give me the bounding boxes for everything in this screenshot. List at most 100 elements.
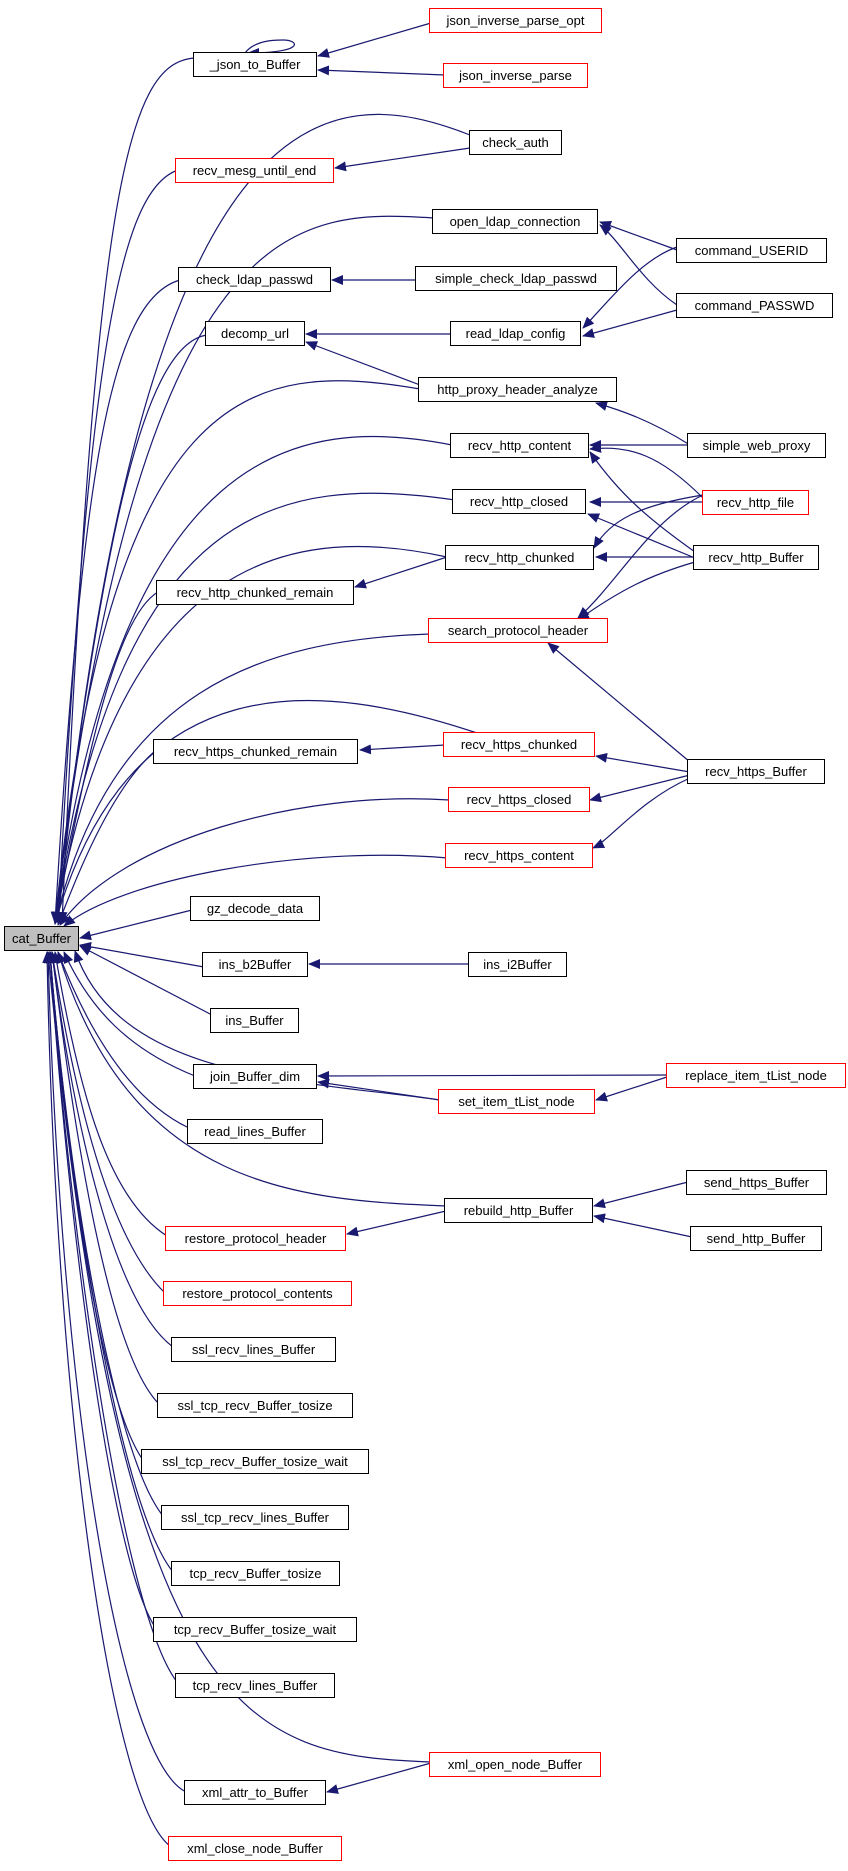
node-json-to-buffer[interactable]: _json_to_Buffer	[193, 52, 317, 77]
call-edge	[52, 633, 431, 925]
call-edge	[63, 951, 196, 1077]
call-edge	[59, 798, 451, 926]
call-edge	[317, 22, 432, 58]
node-decomp-url[interactable]: decomp_url	[205, 321, 305, 346]
node-recv-http-buffer[interactable]: recv_http_Buffer	[693, 545, 819, 570]
node-check-ldap-passwd[interactable]: check_ldap_passwd	[178, 267, 331, 292]
node-simple-web-proxy[interactable]: simple_web_proxy	[687, 433, 826, 458]
call-edge	[52, 591, 159, 924]
node-simple-check-ldap-passwd[interactable]: simple_check_ldap_passwd	[415, 266, 617, 291]
node-json-inverse-parse-opt[interactable]: json_inverse_parse_opt	[429, 8, 602, 33]
call-edge	[53, 169, 179, 924]
node-xml-close-node-buffer[interactable]: xml_close_node_Buffer	[168, 1836, 342, 1861]
call-edge	[42, 951, 171, 1847]
call-edge	[45, 951, 174, 1573]
node-recv-mesg-until-end[interactable]: recv_mesg_until_end	[175, 158, 334, 183]
call-edge	[56, 951, 447, 1207]
node-ssl-tcp-recv-buffer-tosize-wait[interactable]: ssl_tcp_recv_Buffer_tosize_wait	[141, 1449, 369, 1474]
call-edge	[54, 113, 471, 924]
call-edge	[44, 951, 432, 1763]
node-restore-protocol-header[interactable]: restore_protocol_header	[165, 1226, 346, 1251]
call-edge	[592, 777, 691, 849]
call-edge	[593, 1213, 693, 1238]
node-check-auth[interactable]: check_auth	[469, 130, 562, 155]
call-edge	[244, 39, 296, 58]
node-open-ldap-connection[interactable]: open_ldap_connection	[432, 209, 598, 234]
node-ins-b2buffer[interactable]: ins_b2Buffer	[202, 952, 308, 977]
call-edge	[547, 642, 691, 763]
call-edge	[595, 401, 691, 446]
call-edge	[589, 774, 691, 803]
call-edge	[334, 147, 471, 172]
call-edge	[577, 561, 696, 621]
node-join-buffer-dim[interactable]: join_Buffer_dim	[193, 1064, 317, 1089]
call-edge	[43, 951, 187, 1793]
call-edge	[51, 380, 421, 924]
call-edge	[595, 752, 691, 773]
node-gz-decode-data[interactable]: gz_decode_data	[190, 896, 320, 921]
node-read-lines-buffer[interactable]: read_lines_Buffer	[187, 1119, 323, 1144]
node-xml-open-node-buffer[interactable]: xml_open_node_Buffer	[429, 1752, 601, 1777]
call-edge	[593, 494, 704, 549]
node-ins-buffer[interactable]: ins_Buffer	[210, 1008, 299, 1033]
node-send-https-buffer[interactable]: send_https_Buffer	[686, 1170, 827, 1195]
node-recv-http-content[interactable]: recv_http_content	[450, 433, 589, 458]
node-read-ldap-config[interactable]: read_ldap_config	[450, 321, 581, 346]
node-xml-attr-to-buffer[interactable]: xml_attr_to_Buffer	[184, 1780, 326, 1805]
node-recv-http-chunked[interactable]: recv_http_chunked	[445, 545, 594, 570]
node-ssl-recv-lines-buffer[interactable]: ssl_recv_lines_Buffer	[171, 1337, 336, 1362]
call-edge	[599, 221, 678, 251]
node-replace-item-tlist-node[interactable]: replace_item_tList_node	[666, 1063, 846, 1088]
call-edge	[50, 279, 181, 924]
call-edge	[587, 513, 696, 559]
node-recv-http-file[interactable]: recv_http_file	[702, 490, 809, 515]
node-recv-https-content[interactable]: recv_https_content	[445, 843, 593, 868]
node-tcp-recv-buffer-tosize[interactable]: tcp_recv_Buffer_tosize	[171, 1561, 340, 1586]
node-tcp-recv-buffer-tosize-wait[interactable]: tcp_recv_Buffer_tosize_wait	[153, 1617, 357, 1642]
node-restore-protocol-contents[interactable]: restore_protocol_contents	[163, 1281, 352, 1306]
node-command-passwd[interactable]: command_PASSWD	[676, 293, 833, 318]
node-command-userid[interactable]: command_USERID	[676, 238, 827, 263]
node-recv-https-closed[interactable]: recv_https_closed	[448, 787, 590, 812]
call-edge	[326, 1762, 432, 1794]
call-edge	[305, 341, 421, 386]
call-edge	[577, 494, 704, 619]
call-edge	[593, 1181, 689, 1209]
node-ssl-tcp-recv-buffer-tosize[interactable]: ssl_tcp_recv_Buffer_tosize	[157, 1393, 353, 1418]
node-recv-https-buffer[interactable]: recv_https_Buffer	[687, 759, 825, 784]
node-tcp-recv-lines-buffer[interactable]: tcp_recv_lines_Buffer	[175, 1673, 335, 1698]
call-edge	[57, 951, 190, 1129]
call-edge	[582, 246, 678, 329]
call-edge	[51, 435, 453, 924]
call-edge	[57, 57, 196, 924]
call-edge	[317, 1078, 441, 1101]
node-recv-http-closed[interactable]: recv_http_closed	[452, 489, 586, 514]
call-edge	[582, 309, 678, 338]
call-edge	[51, 492, 456, 924]
call-edge	[48, 951, 160, 1405]
node-search-protocol-header[interactable]: search_protocol_header	[428, 618, 608, 643]
node-cat-buffer[interactable]: cat_Buffer	[4, 926, 79, 951]
node-set-item-tlist-node[interactable]: set_item_tList_node	[438, 1089, 595, 1114]
node-ins-i2buffer[interactable]: ins_i2Buffer	[468, 952, 567, 977]
node-rebuild-http-buffer[interactable]: rebuild_http_Buffer	[444, 1198, 593, 1223]
call-edge	[51, 951, 168, 1237]
call-edge	[51, 215, 435, 924]
call-edge	[595, 1076, 668, 1102]
call-edge	[317, 1070, 668, 1081]
node-recv-https-chunked-remain[interactable]: recv_https_chunked_remain	[153, 739, 358, 764]
node-http-proxy-header-analyze[interactable]: http_proxy_header_analyze	[418, 377, 617, 402]
node-recv-http-chunked-remain[interactable]: recv_http_chunked_remain	[156, 580, 354, 605]
node-send-http-buffer[interactable]: send_http_Buffer	[690, 1226, 822, 1251]
call-edge	[359, 744, 446, 755]
call-edge	[79, 941, 205, 968]
node-ssl-tcp-recv-lines-buffer[interactable]: ssl_tcp_recv_lines_Buffer	[161, 1505, 349, 1530]
node-json-inverse-parse[interactable]: json_inverse_parse	[443, 63, 588, 88]
call-edge	[63, 854, 449, 927]
call-edge	[48, 951, 166, 1294]
call-edge	[79, 945, 213, 1016]
node-recv-https-chunked[interactable]: recv_https_chunked	[443, 732, 595, 757]
call-edge	[589, 451, 696, 553]
call-edge	[53, 699, 481, 925]
